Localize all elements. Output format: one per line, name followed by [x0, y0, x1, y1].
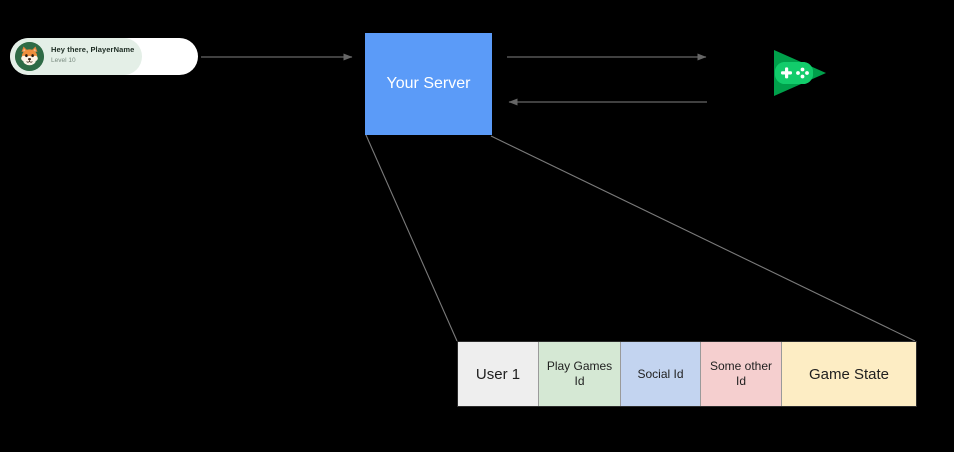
db-cell-game-state-label: Game State — [808, 365, 890, 383]
db-cell-some-other-id[interactable]: Some other Id — [701, 342, 782, 406]
player-text-block: Hey there, PlayerName Level 10 — [51, 45, 171, 66]
database-row-table: User 1 Play Games Id Social Id Some othe… — [457, 341, 917, 407]
google-play-games-icon[interactable] — [772, 48, 828, 98]
db-cell-social-id-label: Social Id — [637, 366, 684, 381]
server-node[interactable]: Your Server — [365, 33, 492, 135]
db-cell-play-games-id[interactable]: Play Games Id — [539, 342, 621, 406]
connector-server-to-table-left — [365, 134, 458, 342]
db-cell-some-other-id-label: Some other Id — [709, 359, 773, 388]
fox-avatar — [15, 42, 44, 71]
db-cell-user-label: User 1 — [475, 365, 521, 383]
player-greeting-card[interactable]: Hey there, PlayerName Level 10 — [10, 38, 198, 75]
db-cell-social-id[interactable]: Social Id — [621, 342, 701, 406]
db-cell-game-state[interactable]: Game State — [782, 342, 916, 406]
db-cell-play-games-id-label: Play Games Id — [546, 359, 613, 388]
player-level-text: Level 10 — [51, 57, 76, 64]
server-label: Your Server — [386, 75, 471, 92]
player-greeting-text: Hey there, PlayerName — [51, 45, 135, 54]
connector-server-to-table-right — [490, 135, 916, 342]
db-cell-user[interactable]: User 1 — [458, 342, 539, 406]
